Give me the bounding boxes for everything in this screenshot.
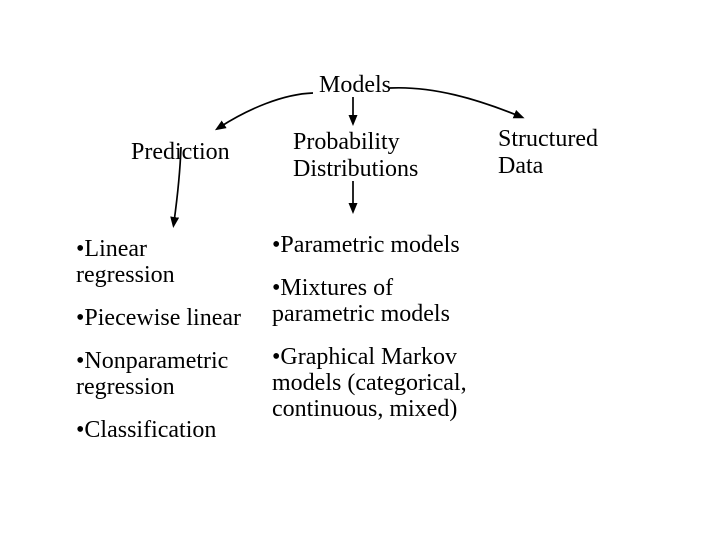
list-item-mixtures-of-parametric-models: •Mixtures of parametric models	[272, 275, 450, 327]
list-item-linear-regression: •Linear regression	[76, 236, 175, 288]
node-probability-distributions: Probability Distributions	[293, 129, 419, 182]
node-models: Models	[319, 72, 391, 98]
prediction-items-list: •Linear regression •Piecewise linear •No…	[76, 236, 266, 443]
arrow-models-to-structured-data	[389, 86, 525, 119]
probability-items-list: •Parametric models •Mixtures of parametr…	[272, 232, 487, 422]
list-item-nonparametric-regression: •Nonparametric regression	[76, 348, 229, 400]
list-item-parametric-models: •Parametric models	[272, 232, 460, 258]
list-item-classification: •Classification	[76, 417, 217, 443]
arrow-models-to-prediction	[214, 92, 314, 131]
list-item-piecewise-linear: •Piecewise linear	[76, 305, 241, 331]
node-prediction: Prediction	[131, 139, 230, 165]
node-structured-data: Structured Data	[498, 126, 598, 179]
list-item-graphical-markov-models: •Graphical Markov models (categorical, c…	[272, 344, 467, 422]
